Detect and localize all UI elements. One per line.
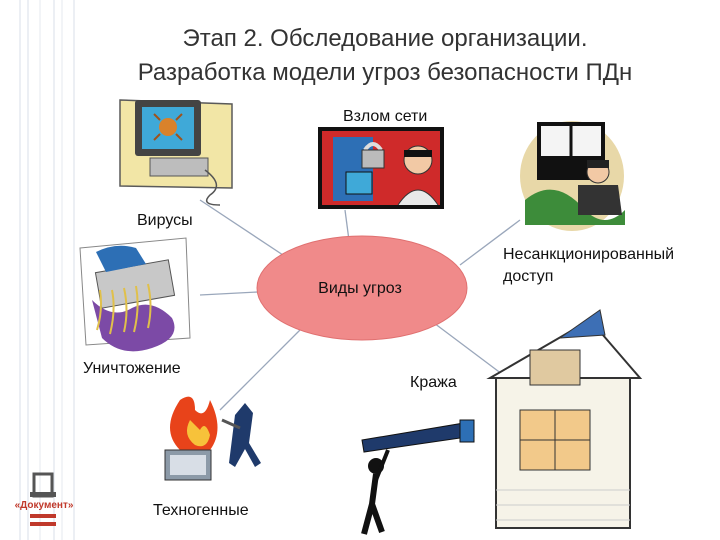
- label-destruction: Уничтожение: [83, 360, 181, 377]
- fire-computer-icon: [164, 396, 261, 481]
- label-viruses: Вирусы: [137, 212, 193, 229]
- spy-telescope-icon: [361, 419, 475, 535]
- shredder-icon: [79, 237, 191, 352]
- center-ellipse: [256, 235, 468, 341]
- logo-text: «Документ»: [14, 500, 74, 511]
- page-title: Этап 2. Обследование организации. Разраб…: [80, 22, 690, 90]
- label-theft: Кража: [410, 374, 457, 391]
- computer-virus-icon: [119, 99, 233, 206]
- document-logo: «Документ»: [4, 470, 80, 532]
- burglar-window-icon: [520, 121, 625, 231]
- left-decoration: [19, 0, 75, 540]
- logo-mark: [30, 472, 56, 526]
- title-line-2: Разработка модели угроз безопасности ПДн: [137, 59, 633, 86]
- center-label: Виды угроз: [318, 280, 402, 297]
- title-line-1: Этап 2. Обследование организации.: [182, 25, 588, 52]
- house-icon: [486, 309, 643, 529]
- label-network-hack: Взлом сети: [343, 108, 428, 125]
- network-hack-icon: [318, 127, 444, 209]
- label-unauthorized-line-2: доступ: [503, 268, 554, 285]
- connector-lines: [199, 199, 521, 411]
- label-technogenic: Техногенные: [153, 502, 249, 519]
- label-unauthorized-access: Несанкционированный доступ: [503, 244, 674, 288]
- label-unauthorized-line-1: Несанкционированный: [503, 246, 675, 263]
